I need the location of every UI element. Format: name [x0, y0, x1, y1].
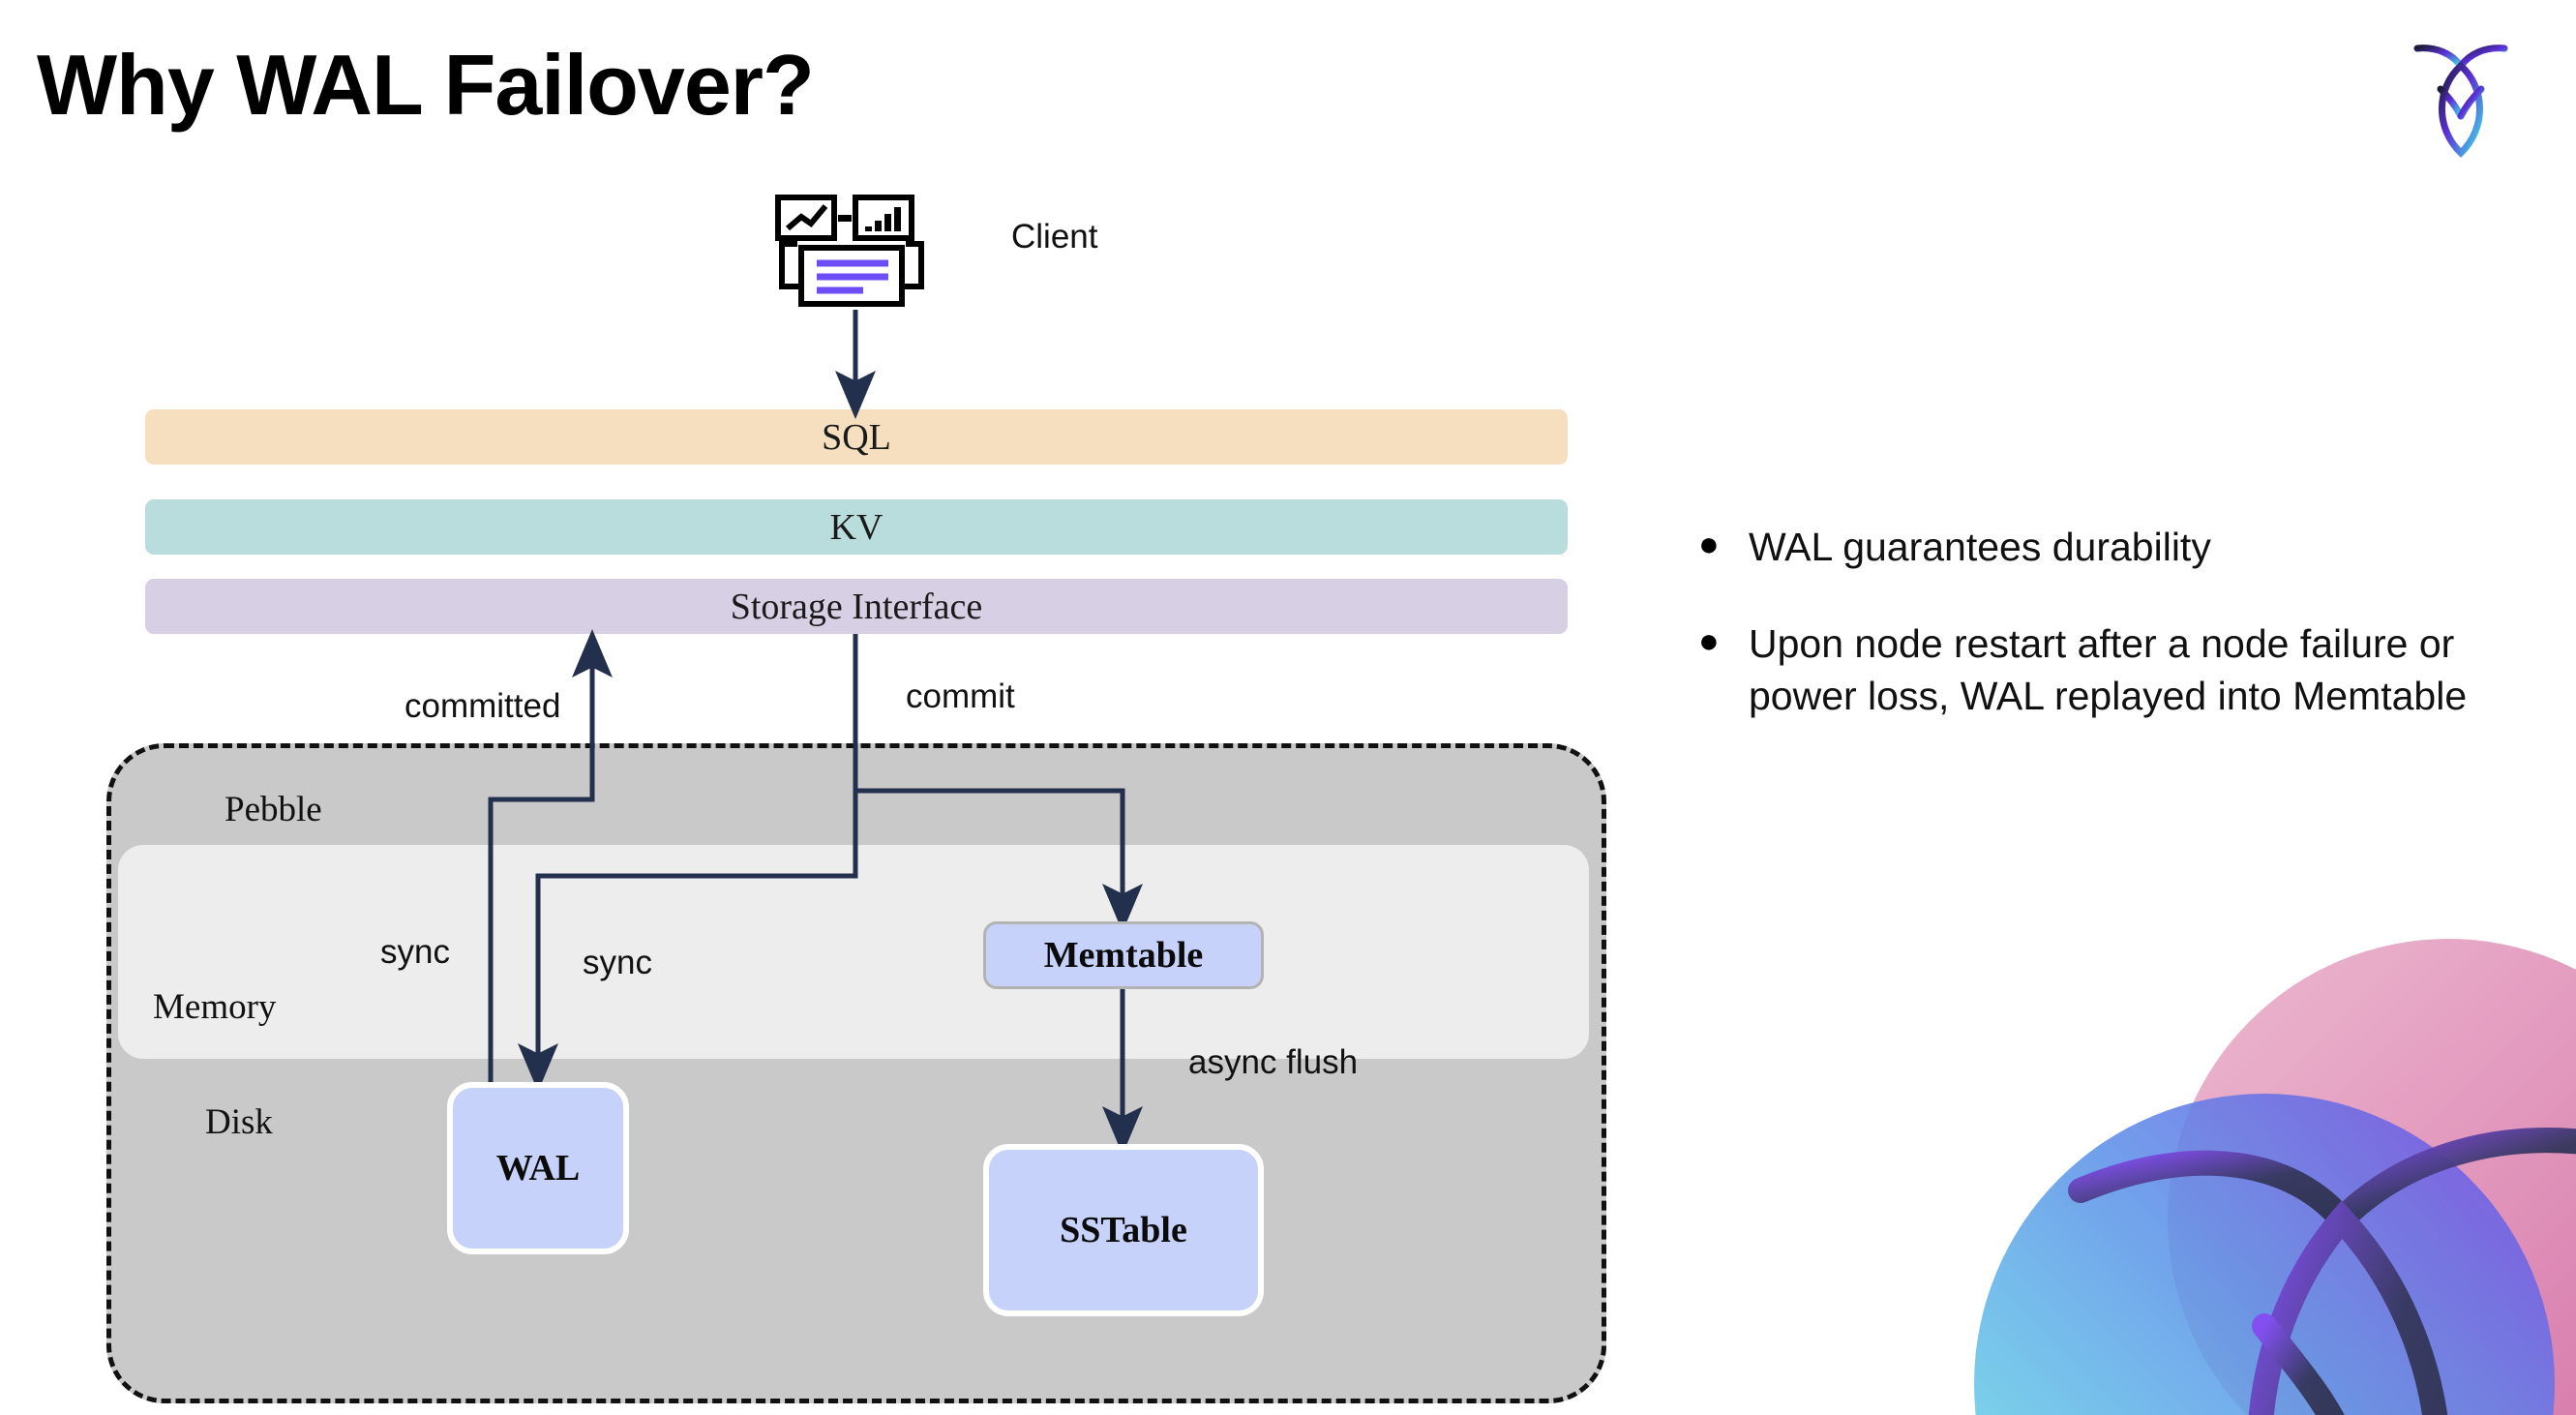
memory-region: [118, 845, 1589, 1059]
bullet-marker-icon: ●: [1698, 524, 1720, 563]
list-item: ● WAL guarantees durability: [1698, 521, 2501, 574]
bullet-text: Upon node restart after a node failure o…: [1749, 620, 2468, 719]
memory-label: Memory: [153, 987, 277, 1027]
cockroachdb-logo: [2398, 27, 2524, 163]
list-item: ● Upon node restart after a node failure…: [1698, 617, 2501, 723]
layer-bar-sql[interactable]: SQL: [145, 409, 1568, 465]
layer-bar-storage[interactable]: Storage Interface: [145, 579, 1568, 634]
edge-label-async-flush: async flush: [1188, 1043, 1359, 1081]
bullet-text: WAL guarantees durability: [1749, 525, 2211, 569]
page-title: Why WAL Failover?: [37, 37, 815, 133]
decorative-circles: [1945, 900, 2576, 1415]
architecture-diagram: Client SQL KV Storage Interface Pebble M…: [106, 194, 1606, 1403]
disk-label: Disk: [205, 1102, 273, 1142]
node-memtable[interactable]: Memtable: [983, 921, 1264, 989]
client-dashboard-icon: [774, 194, 929, 310]
client-label: Client: [1011, 218, 1098, 256]
edge-label-commit: commit: [906, 677, 1015, 715]
bullet-list: ● WAL guarantees durability ● Upon node …: [1698, 521, 2501, 767]
edge-label-sync-right: sync: [583, 944, 652, 981]
bullet-marker-icon: ●: [1698, 619, 1720, 660]
edge-label-committed: committed: [404, 687, 561, 725]
node-sstable[interactable]: SSTable: [983, 1144, 1264, 1316]
pebble-label: Pebble: [225, 790, 322, 829]
pebble-container: [106, 743, 1606, 1403]
layer-bar-kv[interactable]: KV: [145, 499, 1568, 555]
edge-label-sync-left: sync: [380, 933, 450, 971]
node-wal[interactable]: WAL: [447, 1082, 629, 1254]
